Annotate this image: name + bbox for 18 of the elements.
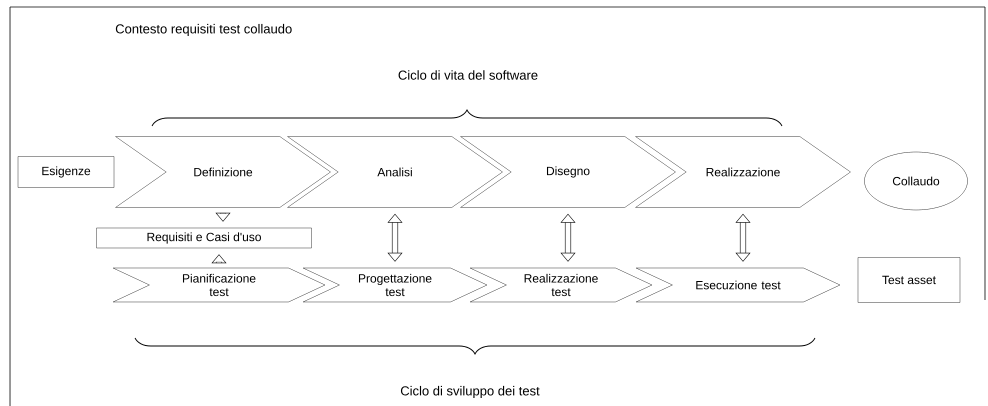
- chevron-step: Realizzazione: [635, 136, 851, 208]
- chevron-step: Pianificazione test: [112, 268, 326, 302]
- chevron-step: Analisi: [287, 136, 503, 208]
- block-arrow: [387, 214, 403, 262]
- section-heading: Ciclo di vita del software: [398, 70, 538, 80]
- section-heading: Ciclo di sviluppo dei test: [400, 386, 540, 398]
- chevron-step: Realizzazione test: [470, 268, 652, 302]
- chevron-step: Definizione: [115, 136, 331, 208]
- process-box: Requisiti e Casi d'uso: [96, 228, 312, 248]
- process-box: Esigenze: [18, 156, 114, 188]
- block-arrow: [560, 214, 576, 262]
- process-box: Test asset: [858, 257, 960, 303]
- chevron-step: Disegno: [460, 136, 676, 208]
- diagram-title: Contesto requisiti test collaudo: [116, 24, 292, 36]
- block-arrow: [735, 214, 751, 262]
- ellipse-node: Collaudo: [864, 152, 968, 210]
- chevron-step: Esecuzione test: [636, 268, 840, 302]
- chevron-step: Progettazione test: [302, 268, 488, 302]
